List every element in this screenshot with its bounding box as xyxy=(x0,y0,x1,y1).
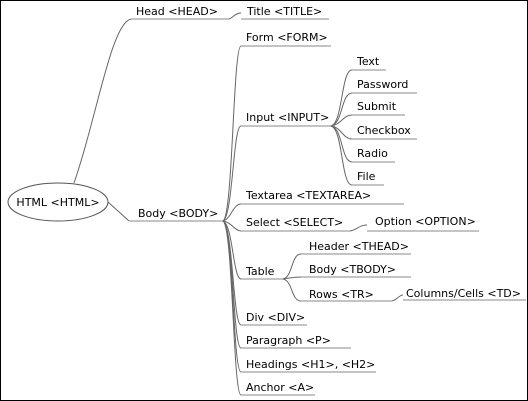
node-text: Text xyxy=(356,55,380,68)
node-thead: Header <THEAD> xyxy=(309,240,409,253)
node-password: Password xyxy=(357,78,408,91)
node-table: Table xyxy=(245,265,275,278)
edge-select-option xyxy=(349,224,368,232)
node-headings: Headings <H1>, <H2> xyxy=(246,358,375,371)
node-div: Div <DIV> xyxy=(246,311,305,324)
node-head: Head <HEAD> xyxy=(136,5,218,18)
node-rows: Rows <TR> xyxy=(309,288,374,301)
edge-root-body xyxy=(107,201,130,222)
node-anchor: Anchor <A> xyxy=(246,381,314,394)
node-paragraph: Paragraph <P> xyxy=(246,334,331,347)
node-select: Select <SELECT> xyxy=(246,216,343,229)
body-branches xyxy=(222,45,242,396)
edge-rows-cells xyxy=(391,294,404,302)
edge-root-head xyxy=(73,18,132,184)
node-body: Body <BODY> xyxy=(138,207,218,220)
node-input: Input <INPUT> xyxy=(246,111,329,124)
node-option: Option <OPTION> xyxy=(375,215,476,228)
node-file: File xyxy=(357,170,376,183)
node-submit: Submit xyxy=(357,100,397,113)
node-form: Form <FORM> xyxy=(246,31,328,44)
edge-head-title xyxy=(228,12,242,20)
node-title: Title <TITLE> xyxy=(246,5,322,18)
node-radio: Radio xyxy=(357,147,388,160)
table-branches xyxy=(282,253,302,302)
root-node-label: HTML <HTML> xyxy=(16,196,99,209)
node-cells: Columns/Cells <TD> xyxy=(406,287,521,300)
node-checkbox: Checkbox xyxy=(357,124,411,137)
node-textarea: Textarea <TEXTAREA> xyxy=(245,189,371,202)
node-tbody: Body <TBODY> xyxy=(309,263,396,276)
input-branches xyxy=(330,69,353,186)
